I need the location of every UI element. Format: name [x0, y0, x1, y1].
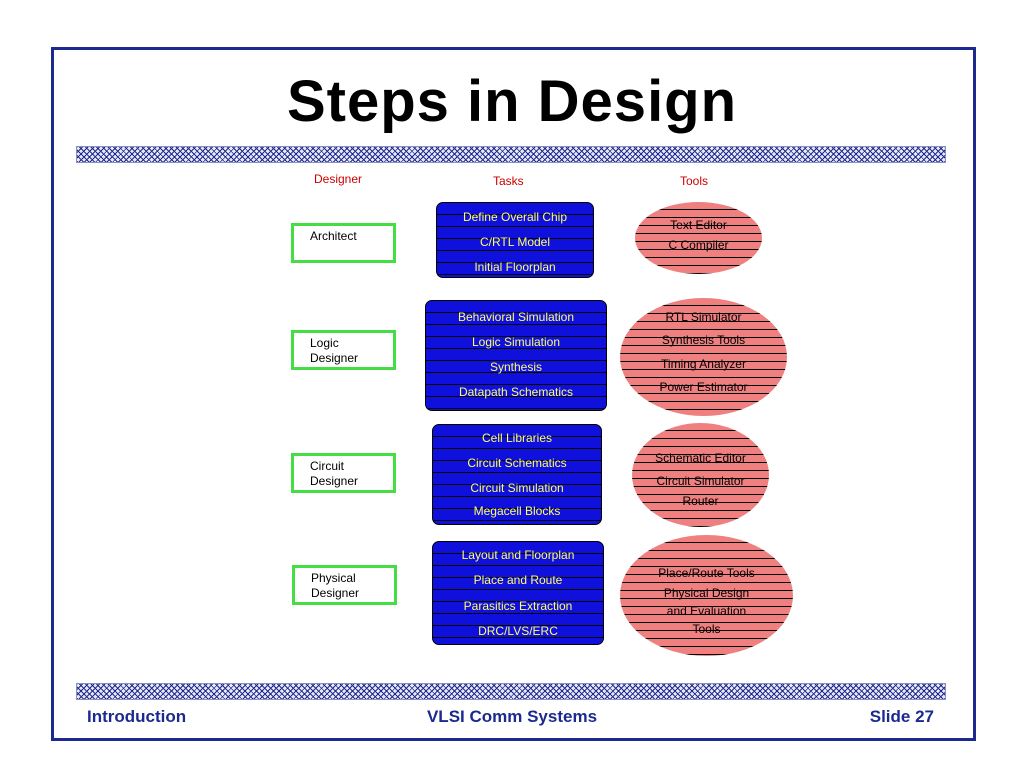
tool-item: and Evaluation [666, 604, 747, 618]
task-item: Circuit Simulation [470, 481, 564, 495]
tool-item: Text Editor [670, 218, 727, 232]
designer-label: Designer [310, 474, 359, 488]
tool-ellipse-logic: RTL Simulator Synthesis Tools Timing Ana… [620, 298, 787, 416]
designer-label: Logic [310, 336, 339, 350]
column-header-designer: Designer [314, 172, 363, 186]
designer-label: Circuit [310, 459, 345, 473]
tool-ellipse-circuit: Schematic Editor Circuit Simulator Route… [632, 423, 769, 527]
bottom-hatch-divider [76, 683, 946, 700]
tool-item: Router [682, 494, 719, 508]
footer-center: VLSI Comm Systems [426, 707, 598, 726]
top-hatch-divider [76, 146, 946, 163]
designer-box-circuit: Circuit Designer [291, 453, 396, 493]
task-box-logic: Behavioral Simulation Logic Simulation S… [425, 300, 607, 411]
tool-item: RTL Simulator [665, 310, 742, 324]
designer-box-logic: Logic Designer [291, 330, 396, 370]
column-header-tools: Tools [680, 174, 709, 188]
column-header-tasks: Tasks [493, 174, 524, 188]
designer-box-architect: Architect [291, 223, 396, 263]
task-item: Layout and Floorplan [461, 548, 575, 562]
task-item: C/RTL Model [479, 235, 551, 249]
task-item: Define Overall Chip [462, 210, 568, 224]
task-item: Logic Simulation [471, 335, 561, 349]
tool-item: Circuit Simulator [656, 474, 745, 488]
designer-label: Architect [310, 229, 357, 243]
tool-item: Tools [692, 622, 721, 636]
designer-label: Physical [311, 571, 356, 585]
tool-item: Timing Analyzer [661, 357, 746, 371]
task-item: Behavioral Simulation [457, 310, 575, 324]
task-item: Datapath Schematics [458, 385, 574, 399]
tool-item: Place/Route Tools [658, 566, 755, 580]
task-item: Parasitics Extraction [463, 599, 573, 613]
tool-item: Physical Design [663, 586, 750, 600]
tool-item: C Compiler [668, 238, 729, 252]
footer-slide-number: Slide 27 [869, 707, 934, 726]
task-item: Megacell Blocks [473, 504, 561, 518]
task-item: Place and Route [473, 573, 563, 587]
task-item: Synthesis [489, 360, 543, 374]
designer-label: Designer [310, 351, 359, 365]
task-box-physical: Layout and Floorplan Place and Route Par… [432, 541, 604, 645]
slide-frame [51, 47, 976, 741]
task-item: Cell Libraries [481, 431, 553, 445]
slide-title: Steps in Design [286, 69, 738, 134]
tool-item: Schematic Editor [655, 451, 746, 465]
designer-box-physical: Physical Designer [292, 565, 397, 605]
footer-left: Introduction [87, 707, 187, 726]
designer-label: Designer [311, 586, 360, 600]
tool-item: Power Estimator [659, 380, 748, 394]
tool-item: Synthesis Tools [661, 333, 746, 347]
task-item: Initial Floorplan [474, 260, 556, 274]
task-box-circuit: Cell Libraries Circuit Schematics Circui… [432, 424, 602, 525]
tool-ellipse-physical: Place/Route Tools Physical Design and Ev… [620, 535, 793, 656]
tool-ellipse-architect: Text Editor C Compiler [635, 202, 762, 274]
task-item: Circuit Schematics [467, 456, 567, 470]
task-item: DRC/LVS/ERC [478, 624, 558, 638]
task-box-architect: Define Overall Chip C/RTL Model Initial … [436, 202, 594, 278]
